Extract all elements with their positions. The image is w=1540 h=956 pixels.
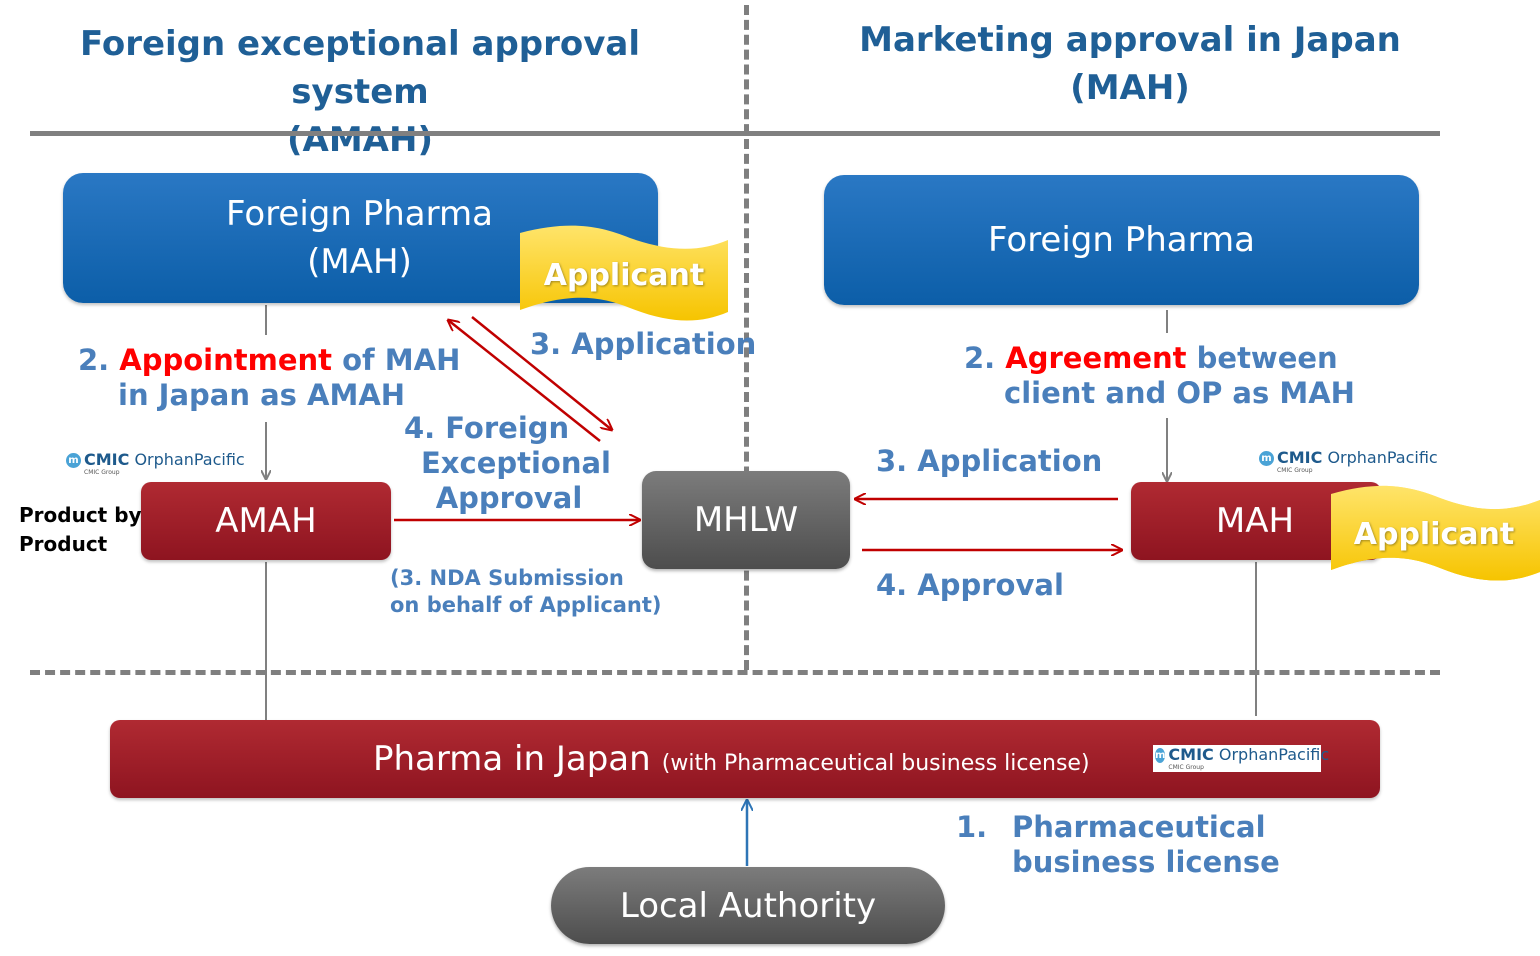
left-step3-label: 3. Application xyxy=(530,327,757,361)
right-foreign-pharma-label: Foreign Pharma xyxy=(988,220,1255,260)
right-step2-prefix: 2. xyxy=(964,341,1006,375)
step1-label: 1. Pharmaceutical business license xyxy=(956,810,1280,880)
left-title: Foreign exceptional approval system (AMA… xyxy=(20,20,700,164)
header-divider xyxy=(30,131,1440,136)
nda-line2: on behalf of Applicant) xyxy=(390,593,662,617)
cmic-logo-icon: m xyxy=(1259,451,1274,466)
product-by-line2: Product xyxy=(19,532,108,556)
left-step2-label: 2. Appointment of MAH in Japan as AMAH xyxy=(78,343,460,413)
right-title: Marketing approval in Japan (MAH) xyxy=(800,16,1460,112)
cmic-brand: CMIC xyxy=(84,450,130,469)
cmic-group: CMIC Group xyxy=(1168,764,1204,771)
amah-cmic-logo: m CMIC OrphanPacific CMIC Group xyxy=(66,451,245,476)
amah-label: AMAH xyxy=(215,501,317,541)
left-foreign-pharma-line2: (MAH) xyxy=(307,242,412,282)
center-dashed-divider xyxy=(744,5,749,670)
left-title-line2: (AMAH) xyxy=(287,120,433,160)
pharma-cmic-logo: m CMIC OrphanPacific CMIC Group xyxy=(1153,745,1329,772)
left-step4-line3: Approval xyxy=(435,481,583,515)
cmic-logo-icon: m xyxy=(1155,748,1166,763)
pharma-in-japan-label: Pharma in Japan xyxy=(373,739,651,779)
step1-line1: Pharmaceutical xyxy=(1012,810,1266,844)
product-by-product-label: Product by Product xyxy=(19,501,142,559)
left-step2-line2: in Japan as AMAH xyxy=(118,378,406,412)
left-step4-line2: Exceptional xyxy=(420,446,611,480)
application-to-mhlw-arrow xyxy=(471,316,612,430)
cmic-logo-icon: m xyxy=(66,453,81,468)
mhlw-box: MHLW xyxy=(642,471,850,569)
mah-cmic-logo: m CMIC OrphanPacific CMIC Group xyxy=(1259,449,1438,474)
step1-number: 1. xyxy=(956,810,988,844)
product-by-line1: Product by xyxy=(19,503,142,527)
right-step2-rest: between xyxy=(1186,341,1338,375)
nda-line1: (3. NDA Submission xyxy=(390,566,624,590)
right-title-line1: Marketing approval in Japan xyxy=(859,20,1401,60)
amah-box: AMAH xyxy=(141,482,391,560)
local-authority-label: Local Authority xyxy=(619,885,877,926)
local-authority-box: Local Authority xyxy=(551,867,945,944)
left-foreign-pharma-line1: Foreign Pharma xyxy=(226,194,493,234)
right-foreign-pharma-box: Foreign Pharma xyxy=(824,175,1419,305)
left-step4-label: 4. Foreign Exceptional Approval xyxy=(404,411,634,516)
right-step2-label: 2. Agreement between client and OP as MA… xyxy=(964,341,1355,411)
pharma-license-note: (with Pharmaceutical business license) xyxy=(661,751,1090,776)
bottom-dashed-divider xyxy=(30,670,1440,675)
step1-line2: business license xyxy=(1012,845,1280,879)
left-step2-highlight: Appointment xyxy=(119,343,333,377)
cmic-name: OrphanPacific xyxy=(1327,448,1438,467)
approval-to-foreign-arrow xyxy=(448,320,601,442)
right-step2-line2: client and OP as MAH xyxy=(1004,376,1355,410)
right-step2-highlight: Agreement xyxy=(1005,341,1187,375)
mhlw-label: MHLW xyxy=(693,500,799,540)
left-step2-prefix: 2. xyxy=(78,343,120,377)
cmic-brand: CMIC xyxy=(1277,448,1323,467)
right-title-line2: (MAH) xyxy=(1070,68,1190,108)
right-applicant-flag-label: Applicant xyxy=(1353,517,1515,552)
left-title-line1: Foreign exceptional approval system xyxy=(79,24,641,112)
mah-label: MAH xyxy=(1215,501,1295,541)
left-step2-rest: of MAH xyxy=(332,343,461,377)
cmic-name: OrphanPacific xyxy=(1218,745,1330,764)
cmic-group: CMIC Group xyxy=(84,469,120,476)
right-step3-label: 3. Application xyxy=(876,444,1103,478)
cmic-name: OrphanPacific xyxy=(134,450,245,469)
left-applicant-flag-label: Applicant xyxy=(543,258,705,293)
nda-submission-note: (3. NDA Submission on behalf of Applican… xyxy=(390,565,662,619)
right-step4-label: 4. Approval xyxy=(876,568,1064,602)
cmic-brand: CMIC xyxy=(1168,745,1214,764)
cmic-group: CMIC Group xyxy=(1277,467,1313,474)
left-step4-line1: 4. Foreign xyxy=(404,411,570,445)
